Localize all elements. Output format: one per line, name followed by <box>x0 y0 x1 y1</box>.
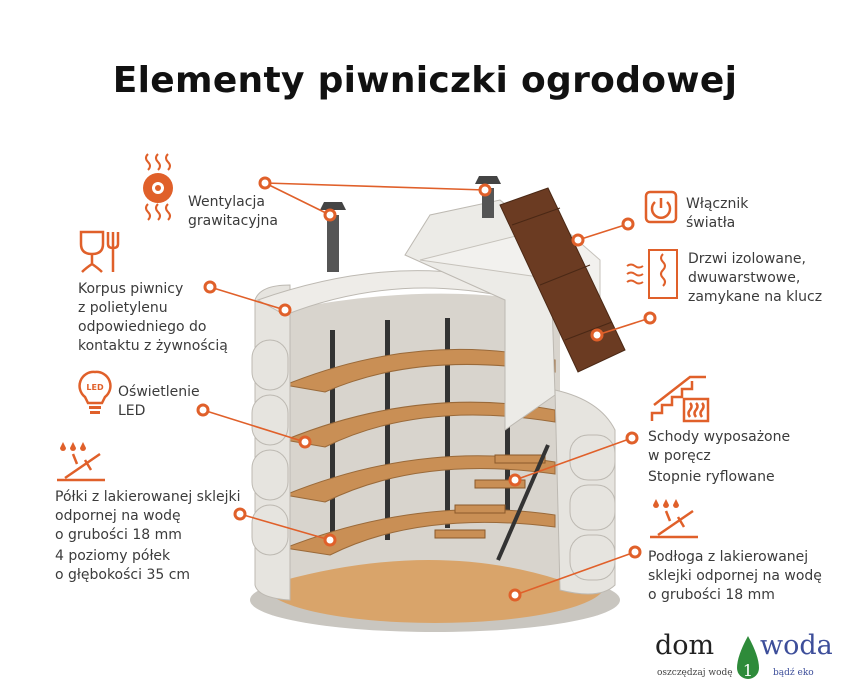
label-line: o grubości 18 mm <box>648 587 775 603</box>
label-line: zamykane na klucz <box>688 289 823 305</box>
power-switch-icon <box>644 190 678 224</box>
food-safe-icon <box>79 230 120 273</box>
label-line: Oświetlenie <box>118 384 200 400</box>
label-line: o grubości 18 mm <box>55 527 182 543</box>
label-line: grawitacyjna <box>188 213 278 229</box>
label-line: sklejki odpornej na wodę <box>648 568 822 584</box>
logo-text-left: dom <box>655 630 715 661</box>
label-line: z polietylenu <box>78 300 168 316</box>
logo-text-right: woda <box>760 630 833 661</box>
label-body: Korpus piwnicy z polietylenu odpowiednie… <box>78 280 228 356</box>
label-line: w poręcz <box>648 448 711 464</box>
stairs <box>434 454 546 539</box>
label-line: Drzwi izolowane, <box>688 251 806 267</box>
vent-pipe-left <box>327 215 339 272</box>
label-ventilation: Wentylacja grawitacyjna <box>188 193 278 231</box>
label-line: Półki z lakierowanej sklejki <box>55 489 241 505</box>
heated-stairs-icon <box>650 375 710 423</box>
label-shelf-levels: 4 poziomy półek o głębokości 35 cm <box>55 547 190 585</box>
label-lighting: Oświetlenie LED <box>118 383 200 421</box>
svg-text:1: 1 <box>743 661 753 680</box>
label-line: kontaktu z żywnością <box>78 338 228 354</box>
label-line: odpornej na wodę <box>55 508 181 524</box>
label-line: Wentylacja <box>188 194 265 210</box>
label-line: Włącznik <box>686 196 749 212</box>
water-resistant-icon <box>650 499 698 539</box>
label-shelves: Półki z lakierowanej sklejki odpornej na… <box>55 488 240 545</box>
label-line: o głębokości 35 cm <box>55 567 191 583</box>
page-title: Elementy piwniczki ogrodowej <box>112 60 738 101</box>
label-line: dwuwarstwowe, <box>688 270 801 286</box>
label-line: LED <box>118 403 146 419</box>
water-drop-icon: 1 <box>737 636 759 680</box>
svg-text:LED: LED <box>86 383 104 392</box>
led-bulb-icon: LED <box>78 370 112 414</box>
connector-lines <box>202 182 651 596</box>
label-floor: Podłoga z lakierowanej sklejki odpornej … <box>648 548 822 605</box>
water-resistant-icon <box>57 442 105 482</box>
domiwoda-logo: dom 1 woda oszczędzaj wodę bądź eko <box>655 630 833 690</box>
label-line: Podłoga z lakierowanej <box>648 549 809 565</box>
door <box>499 187 626 373</box>
label-switch: Włącznik światła <box>686 195 748 233</box>
label-door: Drzwi izolowane, dwuwarstwowe, zamykane … <box>688 250 822 307</box>
insulated-door-icon <box>626 249 678 299</box>
label-line: Schody wyposażone <box>648 429 791 445</box>
shelves <box>283 348 556 556</box>
label-steps: Stopnie ryflowane <box>648 469 775 485</box>
connector-dots <box>196 176 657 602</box>
label-line: 4 poziomy półek <box>55 548 171 564</box>
label-line: Korpus piwnicy <box>78 281 184 297</box>
logo-slogan-right: bądź eko <box>773 668 814 678</box>
label-line: odpowiedniego do <box>78 319 207 335</box>
fan-icon <box>143 153 173 221</box>
logo-slogan-left: oszczędzaj wodę <box>657 668 733 678</box>
label-stairs: Schody wyposażone w poręcz <box>648 428 790 466</box>
label-line: światła <box>686 215 736 231</box>
